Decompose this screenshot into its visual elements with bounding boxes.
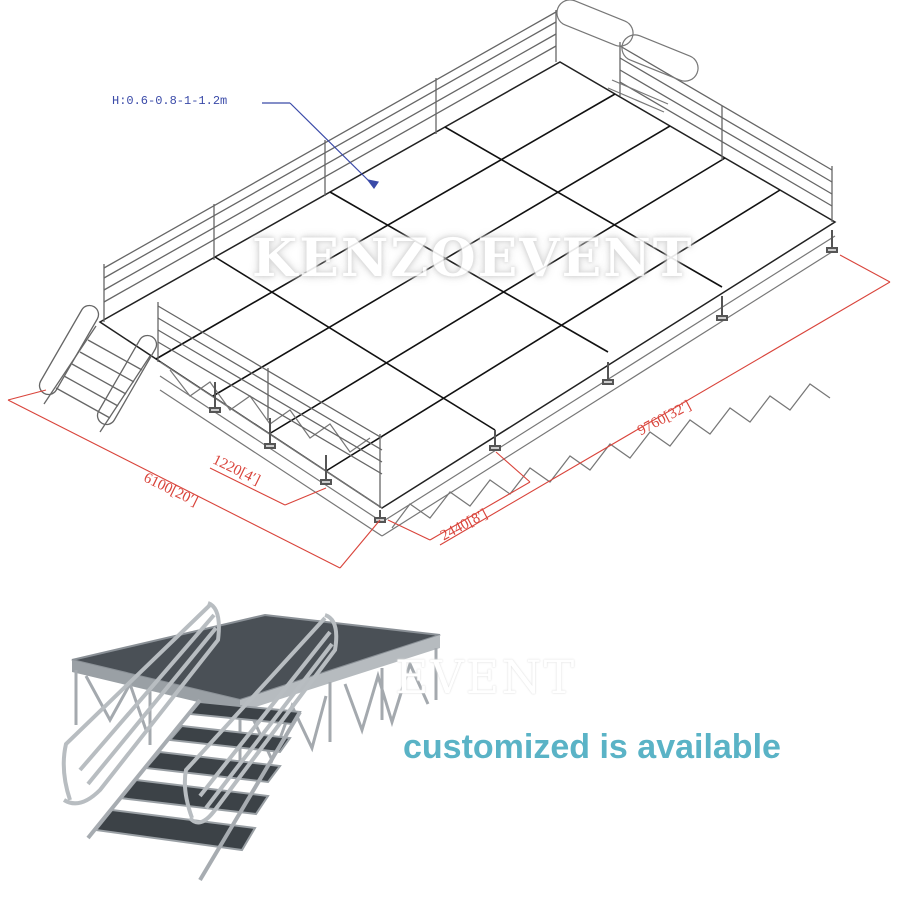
tagline: customized is available xyxy=(403,728,781,766)
height-annotation: H:0.6-0.8-1-1.2m xyxy=(112,94,228,108)
back-railing xyxy=(103,10,557,322)
watermark-top: KENZOEVENT xyxy=(252,228,694,289)
right-railing xyxy=(619,42,833,222)
legs xyxy=(209,230,838,523)
watermark-bottom: EVENT xyxy=(395,650,577,704)
stage-drawing xyxy=(38,0,838,537)
height-leader xyxy=(262,102,379,190)
front-railing xyxy=(157,302,383,508)
left-stairs xyxy=(38,304,158,433)
back-stairs xyxy=(556,0,699,113)
deck-grid xyxy=(155,93,781,472)
dimension-lines xyxy=(7,254,891,569)
stage-photo xyxy=(61,601,441,882)
